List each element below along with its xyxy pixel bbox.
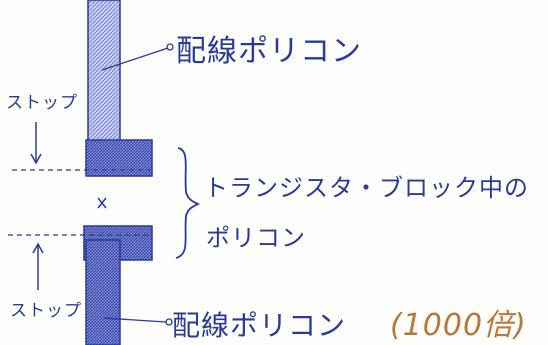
gap-x-mark xyxy=(97,197,107,209)
top-wiring-strip xyxy=(87,0,121,166)
group-brace xyxy=(175,147,201,259)
bottom-leader-line xyxy=(103,317,173,326)
label-transistor-block: トランジスタ・ブロック中の xyxy=(204,174,529,202)
top-poly-stub xyxy=(85,139,153,177)
label-wiring-poly-top: 配線ポリコン xyxy=(176,34,362,69)
label-wiring-poly-bottom: 配線ポリコン xyxy=(172,309,347,342)
bottom-wiring-strip xyxy=(85,239,121,345)
top-leader-line xyxy=(101,43,174,71)
label-transistor-block-poly: ポリコン xyxy=(206,224,306,252)
bottom-stop-arrow xyxy=(32,242,44,290)
label-stop-top: ストップ xyxy=(6,93,78,113)
label-magnification: (1000倍) xyxy=(390,308,527,343)
label-stop-bottom: ストップ xyxy=(10,301,82,321)
top-stop-arrow xyxy=(30,122,42,165)
